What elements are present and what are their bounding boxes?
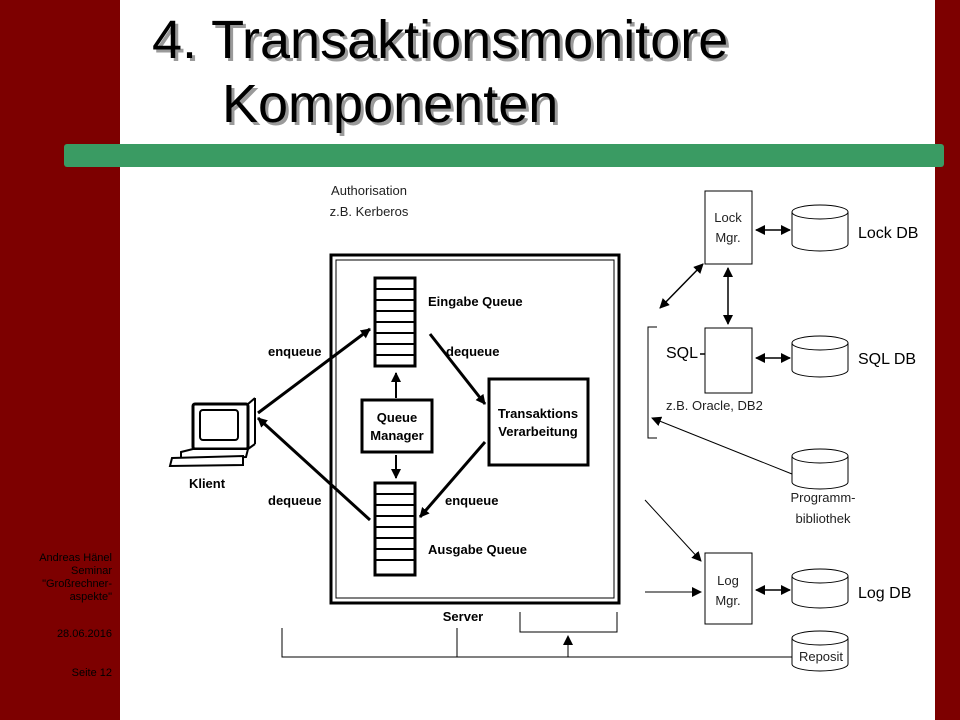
queue-manager-line-1: Queue [377,410,417,425]
eingabe-queue-label: Eingabe Queue [428,294,523,309]
programm-line-1: Programm- [790,490,855,505]
arrow-programm-interface [651,416,793,475]
programm-line-2: bibliothek [796,511,851,526]
ausgabe-queue-stack [373,481,417,577]
interface-bracket [647,326,657,439]
eingabe-queue-stack [373,276,417,368]
authorisation-label: Authorisation [331,183,407,198]
lock-manager-box [704,190,753,265]
arrow-dequeue-eingabe [428,333,487,405]
footer-course: Seminar [71,565,112,577]
slide-title: 4. Transaktionsmonitore Komponenten [152,8,728,136]
server-label: Server [443,609,483,624]
footer-date: 28.06.2016 [56,628,112,640]
sql-db-label: SQL DB [858,351,916,368]
programm-bibliothek-cylinder-icon [791,448,849,490]
log-db-label: Log DB [858,585,911,602]
dequeue-top-label: dequeue [446,344,499,359]
sql-example-label: z.B. Oracle, DB2 [666,398,763,413]
title-line-2: Komponenten [222,74,559,134]
transaktions-verarbeitung-box [487,377,590,467]
queue-manager-box [360,398,434,454]
queue-manager-line-2: Manager [370,428,423,443]
footer-page: Seite 12 [71,667,112,679]
server-box-inner [335,259,615,599]
footer-author: Andreas Hänel [39,552,112,564]
arrow-server-log [644,499,702,562]
arrow-dequeue-klient [256,416,372,522]
enqueue-bottom-label: enqueue [445,493,498,508]
lock-db-label: Lock DB [858,225,918,242]
sql-label: SQL [666,345,698,362]
repository-bus-line [281,628,792,658]
log-mgr-line-2: Mgr. [715,593,740,608]
sql-db-cylinder-icon [791,335,849,378]
lock-mgr-line-2: Mgr. [715,230,740,245]
repository-bracket [519,612,618,633]
lock-mgr-line-1: Lock [714,210,742,225]
log-manager-box [704,552,753,625]
dequeue-bottom-label: dequeue [268,493,321,508]
reposit-label: Reposit [799,649,843,664]
authorisation-example: z.B. Kerberos [330,204,409,219]
log-mgr-line-1: Log [717,573,739,588]
title-underline-bar [64,144,944,167]
arrow-enqueue-ausgabe [418,441,487,518]
enqueue-top-label: enqueue [268,344,321,359]
title-line-1: 4. Transaktionsmonitore [152,10,729,70]
slide-footer: Andreas Hänel Seminar "Großrechner- aspe… [8,552,112,680]
arrow-interface-lock [659,263,704,309]
ausgabe-queue-label: Ausgabe Queue [428,542,527,557]
repository-cylinder-icon [791,630,849,672]
klient-label: Klient [189,476,226,491]
arrow-enqueue-klient [257,327,371,415]
log-db-cylinder-icon [791,568,849,609]
footer-topic: "Großrechner- [42,578,112,590]
lock-db-cylinder-icon [791,204,849,252]
computer-icon [168,397,256,468]
sql-engine-box [704,327,753,394]
footer-topic-2: aspekte" [69,591,112,603]
transaktions-line-1: Transaktions [498,406,578,421]
transaktions-line-2: Verarbeitung [498,424,578,439]
